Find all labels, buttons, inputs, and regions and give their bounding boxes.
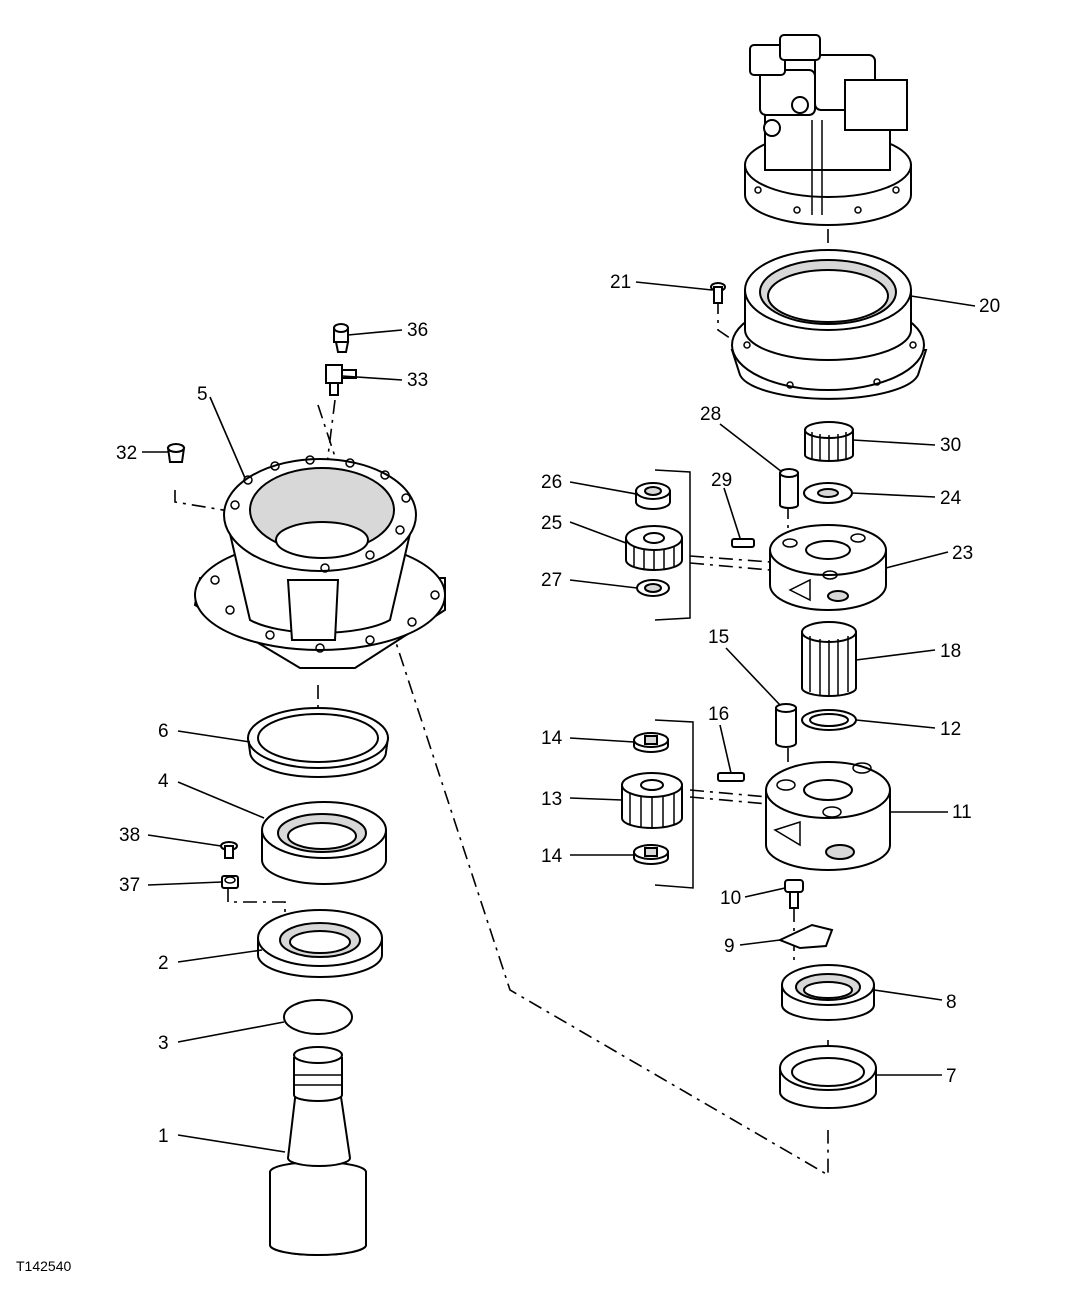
callout-36: 36 (407, 320, 428, 341)
connection-lines (174, 200, 829, 1177)
part-14-washer-lower (633, 844, 669, 865)
callout-8: 8 (946, 992, 957, 1013)
callout-26: 26 (541, 472, 562, 493)
callout-4: 4 (158, 771, 169, 792)
part-38-screw (220, 841, 238, 859)
part-4-bearing (261, 801, 387, 885)
part-11-carrier (765, 761, 891, 871)
callout-21: 21 (610, 272, 631, 293)
callout-13: 13 (541, 789, 562, 810)
part-29-pin (731, 538, 755, 548)
part-23-carrier (769, 524, 887, 611)
leader-lines (142, 281, 976, 1153)
callout-29: 29 (711, 470, 732, 491)
part-13-planet-gear (621, 772, 683, 829)
callout-10: 10 (720, 888, 741, 909)
part-6-seal (246, 707, 390, 778)
callout-23: 23 (952, 543, 973, 564)
callout-28: 28 (700, 404, 721, 425)
callout-24: 24 (940, 488, 962, 509)
part-1-shaft (269, 1046, 367, 1256)
part-30-sun-gear (804, 421, 854, 462)
planet-gear-bracket-lower (654, 719, 694, 889)
part-33-fitting (325, 364, 357, 396)
part-7-bearing (779, 1045, 877, 1109)
part-8-nut (781, 964, 875, 1021)
part-20-ring-housing (730, 249, 928, 400)
part-28-pin (779, 468, 799, 509)
part-24-washer (803, 482, 853, 504)
callout-25: 25 (541, 513, 562, 534)
callout-37: 37 (119, 875, 140, 896)
callout-27: 27 (541, 570, 562, 591)
callout-30: 30 (940, 435, 961, 456)
callout-38: 38 (119, 825, 140, 846)
part-26-bearing (635, 482, 671, 510)
figure-id: T142540 (16, 1258, 71, 1274)
callout-2: 2 (158, 953, 169, 974)
part-2-retainer (257, 909, 383, 978)
part-9-lock-plate (777, 923, 834, 950)
part-12-washer (801, 709, 857, 731)
callout-14-lower: 14 (541, 846, 563, 867)
callout-15: 15 (708, 627, 729, 648)
part-36-fitting (333, 323, 350, 353)
callout-33: 33 (407, 370, 428, 391)
part-10-bolt (784, 879, 804, 909)
part-14-washer-upper (633, 732, 669, 753)
part-5-housing (193, 455, 446, 669)
callout-6: 6 (158, 721, 169, 742)
part-18-sun-gear (801, 621, 857, 697)
part-3-plate (283, 999, 353, 1035)
part-25-planet-gear (625, 525, 683, 571)
part-21-bolt (710, 282, 726, 304)
part-27-bearing (636, 579, 670, 597)
part-32-plug (166, 443, 186, 463)
callout-16: 16 (708, 704, 729, 725)
callout-numbers: 1 2 3 4 5 6 7 8 9 10 11 12 13 14 14 15 1… (116, 272, 1000, 1147)
callout-9: 9 (724, 936, 735, 957)
swing-motor-assembly (744, 34, 912, 226)
part-37-nut (221, 875, 239, 889)
callout-7: 7 (946, 1066, 957, 1087)
callout-18: 18 (940, 641, 961, 662)
callout-11: 11 (952, 802, 972, 823)
callout-5: 5 (197, 384, 208, 405)
part-16-pin (717, 772, 745, 782)
part-15-pin (775, 703, 797, 748)
callout-20: 20 (979, 296, 1000, 317)
callout-14-upper: 14 (541, 728, 563, 749)
callout-12: 12 (940, 719, 961, 740)
planet-gear-bracket-upper (654, 469, 691, 621)
callout-32: 32 (116, 443, 137, 464)
callout-3: 3 (158, 1033, 169, 1054)
callout-1: 1 (158, 1126, 169, 1147)
housing-bolt-holes (210, 455, 440, 653)
